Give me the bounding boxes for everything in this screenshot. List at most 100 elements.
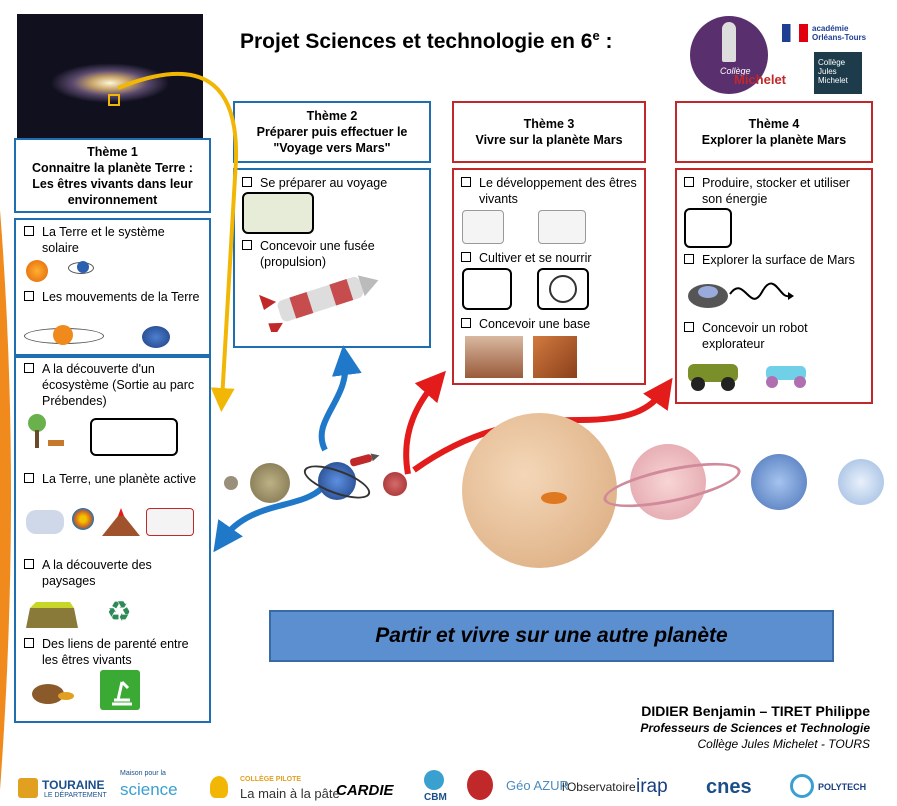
petri-dish-icon (537, 268, 589, 310)
earth-icon (142, 326, 170, 348)
science-logo: science (120, 780, 178, 799)
partners-row: TOURAINE LE DÉPARTEMENT Maison pour la s… (0, 764, 897, 806)
author-role: Professeurs de Sciences et Technologie (640, 721, 870, 735)
robot-vehicles-icon (688, 364, 806, 391)
theme-2-item[interactable]: Concevoir une fusée (propulsion) (242, 238, 426, 270)
small-rocket-icon (350, 453, 380, 467)
checkbox[interactable] (461, 318, 471, 328)
theme-4-item[interactable]: Produire, stocker et utiliser son énergi… (684, 175, 866, 207)
academie-logo: académie Orléans-Tours (812, 24, 867, 42)
college-logo: Collège (690, 16, 768, 94)
theme-3-item[interactable]: Cultiver et se nourrir (461, 250, 639, 266)
college-box-logo: Collège Jules Michelet (814, 52, 862, 94)
volcano-icon (100, 508, 140, 536)
checkbox[interactable] (242, 240, 252, 250)
theme-4-header: Thème 4 Explorer la planète Mars (675, 101, 873, 163)
theme-1-item[interactable]: A la découverte des paysages (24, 557, 204, 589)
jupiter-planet (462, 413, 617, 568)
weather-icon (26, 510, 64, 534)
theme-1-box-bottom (14, 356, 211, 723)
lab-equipment-icon (538, 210, 586, 244)
great-red-spot (541, 492, 567, 504)
theme-1-item[interactable]: La Terre, une planète active (24, 471, 204, 487)
checkbox[interactable] (684, 177, 694, 187)
theme-3-item[interactable]: Le développement des êtres vivants (461, 175, 639, 207)
travel-prep-icon (242, 192, 314, 234)
cbm-logo-mark (424, 770, 444, 790)
theme-3-header: Thème 3 Vivre sur la planète Mars (452, 101, 646, 163)
checkbox[interactable] (24, 291, 34, 301)
theme-1-item[interactable]: Les mouvements de la Terre (24, 289, 204, 305)
orbit-diagram-icon (24, 325, 104, 345)
page-title: Projet Sciences et technologie en 6e : (240, 28, 613, 53)
saturn-planet (630, 444, 706, 520)
recycle-icon: ♻ (106, 596, 132, 627)
sun-icon (26, 260, 48, 282)
checkbox[interactable] (24, 473, 34, 483)
checkbox[interactable] (24, 559, 34, 569)
microscope-icon (100, 670, 140, 710)
touraine-logo: TOURAINE (42, 778, 105, 792)
energy-icons (684, 208, 732, 248)
theme-4-item[interactable]: Concevoir un robot explorateur (684, 320, 866, 352)
earth-layers-icon (72, 508, 94, 530)
polytech-logo: POLYTECH (818, 782, 867, 792)
lamp-icon (210, 776, 228, 798)
checkbox[interactable] (24, 363, 34, 373)
orange-planet-edge (0, 210, 11, 790)
touraine-sub: LE DÉPARTEMENT (44, 792, 107, 799)
checkbox[interactable] (461, 177, 471, 187)
checkbox[interactable] (24, 638, 34, 648)
touraine-logo-mark (18, 778, 38, 798)
theme-1-item[interactable]: La Terre et le système solaire (24, 224, 204, 256)
irap-logo: irap (636, 776, 668, 797)
theme-4-item[interactable]: Explorer la surface de Mars (684, 252, 866, 268)
polytech-logo-mark (790, 774, 814, 798)
theme-2-header: Thème 2 Préparer puis effectuer le "Voya… (233, 101, 431, 163)
seismograph-icon (146, 508, 194, 536)
growth-experiment-icon (462, 210, 504, 244)
checkbox[interactable] (242, 177, 252, 187)
cnes-logo: cnes (706, 776, 752, 798)
checkbox[interactable] (24, 226, 34, 236)
theme-1-item[interactable]: A la découverte d'un écosystème (Sortie … (24, 361, 204, 409)
cardie-logo: CARDIE (336, 782, 394, 799)
author-names: DIDIER Benjamin – TIRET Philippe (641, 703, 870, 719)
earth-planet (318, 462, 356, 500)
uranus-planet (751, 454, 807, 510)
authors-block: DIDIER Benjamin – TIRET Philippe Profess… (640, 703, 870, 751)
theme-2-item[interactable]: Se préparer au voyage (242, 175, 426, 191)
cbm-logo: CBM (424, 792, 447, 803)
main-pate-pre: COLLÈGE PILOTE (240, 776, 302, 783)
theme-1-header: Thème 1 Connaitre la planète Terre : Les… (14, 138, 211, 213)
mercury-planet (224, 476, 238, 490)
earth-orbit-icon (68, 261, 94, 274)
food-cycle-icon (462, 268, 512, 310)
theme-1-item[interactable]: Des liens de parenté entre les êtres viv… (24, 636, 204, 668)
galaxy-image (17, 14, 203, 152)
rocket-icon (259, 275, 379, 332)
mars-surface-image (533, 336, 577, 378)
landscape-icon (26, 598, 78, 628)
main-pate-logo: La main à la pâte (240, 786, 340, 801)
republique-logo (782, 24, 808, 42)
mars-base-image (465, 336, 523, 378)
rover-path-icon (688, 282, 794, 308)
theme-3-item[interactable]: Concevoir une base (461, 316, 639, 332)
mars-planet (383, 472, 407, 496)
project-banner: Partir et vivre sur une autre planète (269, 610, 834, 662)
checkbox[interactable] (461, 252, 471, 262)
observatoire-logo: l'Observatoire (562, 780, 636, 794)
author-school: Collège Jules Michelet - TOURS (697, 737, 870, 751)
science-pre: Maison pour la (120, 770, 166, 777)
graduation-logo (467, 770, 493, 800)
neptune-planet (838, 459, 884, 505)
insects-icon (90, 418, 178, 456)
park-icon (26, 414, 66, 450)
checkbox[interactable] (684, 254, 694, 264)
college-logo-text: Michelet (734, 72, 787, 87)
checkbox[interactable] (684, 322, 694, 332)
venus-planet (250, 463, 290, 503)
platypus-icon (26, 678, 74, 708)
